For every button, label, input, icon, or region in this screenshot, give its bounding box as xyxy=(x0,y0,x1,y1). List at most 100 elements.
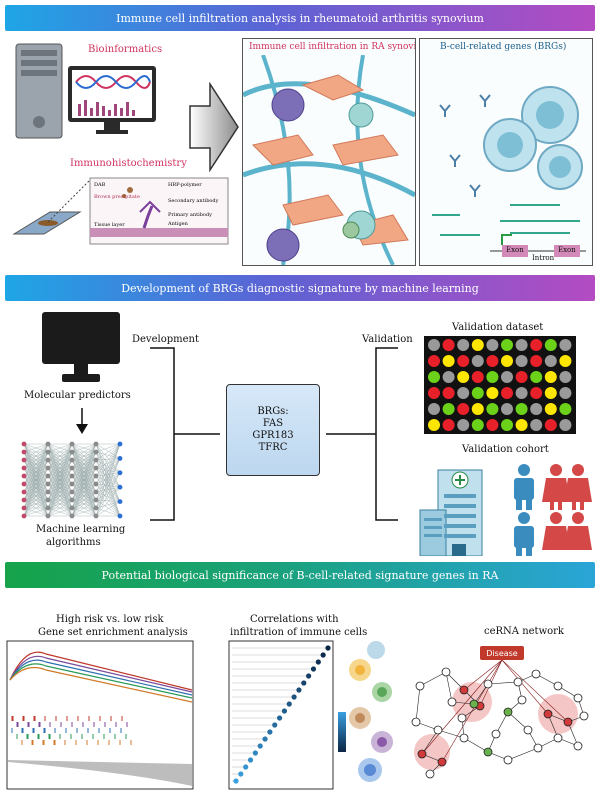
nn-edge xyxy=(23,491,49,517)
synovium-cells-illustration xyxy=(243,55,415,265)
nn-edge xyxy=(95,483,121,517)
nn-edge xyxy=(95,467,121,502)
nn-edge xyxy=(95,451,121,517)
cerna-edge xyxy=(445,671,453,703)
nn-edge xyxy=(71,451,97,517)
heatmap-dot xyxy=(471,419,484,431)
heatmap-dot xyxy=(515,403,528,415)
nn-node xyxy=(69,473,75,479)
nn-edge xyxy=(95,458,121,517)
development-label: Development xyxy=(132,334,199,345)
cerna-node xyxy=(459,685,469,695)
nn-edge xyxy=(71,499,97,517)
nn-edge xyxy=(95,458,121,477)
nn-node xyxy=(45,465,51,471)
nn-edge xyxy=(23,443,49,501)
heatmap-dot xyxy=(486,355,499,367)
validation-label: Validation xyxy=(362,334,413,345)
nn-node xyxy=(45,473,51,479)
exon2-label: Exon xyxy=(558,246,576,254)
nn-edge xyxy=(95,451,121,502)
nn-edge xyxy=(71,443,97,517)
nn-edge xyxy=(71,467,97,517)
nn-node xyxy=(93,473,99,479)
nn-edge xyxy=(47,443,73,493)
gene-gpr183: GPR183 xyxy=(252,430,294,441)
heatmap-dot xyxy=(486,419,499,431)
exon1-label: Exon xyxy=(506,246,524,254)
nn-node xyxy=(93,489,99,495)
validation-cohort-label: Validation cohort xyxy=(462,444,549,455)
hospital-icon xyxy=(419,469,483,556)
disease-node-label: Disease xyxy=(486,649,518,658)
nn-node xyxy=(21,513,27,519)
heatmap-dot xyxy=(515,355,528,367)
ml-label-line1: Machine learning xyxy=(36,524,126,535)
nn-node xyxy=(117,513,123,519)
nn-edge xyxy=(95,501,121,517)
nn-edge xyxy=(95,443,121,453)
cerna-node xyxy=(437,757,447,767)
heatmap-dot xyxy=(501,419,513,431)
heatmap-dot xyxy=(486,387,499,399)
nn-node xyxy=(117,456,123,461)
nn-edge xyxy=(95,472,121,517)
nn-edge xyxy=(71,443,97,509)
cerna-node xyxy=(553,681,563,691)
heatmap-dot xyxy=(428,339,440,351)
heatmap-dot xyxy=(501,371,513,383)
immune-cells-illustration xyxy=(349,641,393,782)
nn-edge xyxy=(95,475,121,517)
nn-edge xyxy=(95,443,121,517)
cerna-node xyxy=(563,717,573,727)
banner-immune-infiltration: Immune cell infiltration analysis in rhe… xyxy=(5,5,595,31)
heatmap-dot xyxy=(486,339,499,351)
nn-edge xyxy=(95,467,121,473)
corr-title-line2: infiltration of immune cells xyxy=(230,627,368,638)
nn-edge xyxy=(47,467,73,517)
nn-edge xyxy=(23,443,49,509)
cerna-node xyxy=(531,669,541,679)
nn-edge xyxy=(23,443,49,453)
nn-edge xyxy=(95,443,121,477)
nn-edge xyxy=(95,451,121,488)
heatmap-dot xyxy=(428,419,440,431)
nn-edge xyxy=(95,451,121,473)
nn-edge xyxy=(23,443,49,477)
nn-edge xyxy=(23,443,49,517)
nn-edge xyxy=(23,507,49,517)
ihc-hrp: HRP-polymer xyxy=(168,182,202,188)
nn-edge xyxy=(47,483,73,517)
nn-edge xyxy=(23,499,49,517)
heatmap-dot xyxy=(457,387,470,399)
heatmap-dot xyxy=(471,403,484,415)
ihc-diagram: DAB HRP-polymer Brown precipitate Second… xyxy=(12,177,229,245)
nn-node xyxy=(45,441,51,447)
gene-fas: FAS xyxy=(262,418,284,429)
cerna-node xyxy=(523,725,533,735)
nn-edge xyxy=(71,443,97,461)
correlation-lollipop xyxy=(228,640,334,790)
heatmap-dot xyxy=(515,387,528,399)
nn-edge xyxy=(95,507,121,517)
lollipop-dot xyxy=(252,750,258,756)
validation-dataset-label: Validation dataset xyxy=(452,322,544,333)
nn-edge xyxy=(23,459,49,517)
cerna-node xyxy=(573,693,583,703)
nn-edge xyxy=(71,443,97,501)
lollipop-dot xyxy=(296,687,302,693)
panel-brgs: B-cell-related genes (BRGs) Exon Intron … xyxy=(419,38,593,266)
heatmap-dot xyxy=(559,387,572,399)
heatmap-dot xyxy=(530,403,543,415)
ihc-primary: Primary antibody xyxy=(168,212,212,218)
gene-tfrc: TFRC xyxy=(258,442,288,453)
nn-edge xyxy=(47,491,73,517)
heatmap-dot xyxy=(457,403,470,415)
nn-node xyxy=(93,449,99,455)
lollipop-dot xyxy=(247,757,254,763)
cerna-disease-edge xyxy=(463,659,503,691)
immunohistochemistry-label: Immunohistochemistry xyxy=(70,158,187,169)
cerna-node xyxy=(517,695,527,705)
nn-edge xyxy=(47,507,73,517)
nn-node xyxy=(45,513,51,519)
